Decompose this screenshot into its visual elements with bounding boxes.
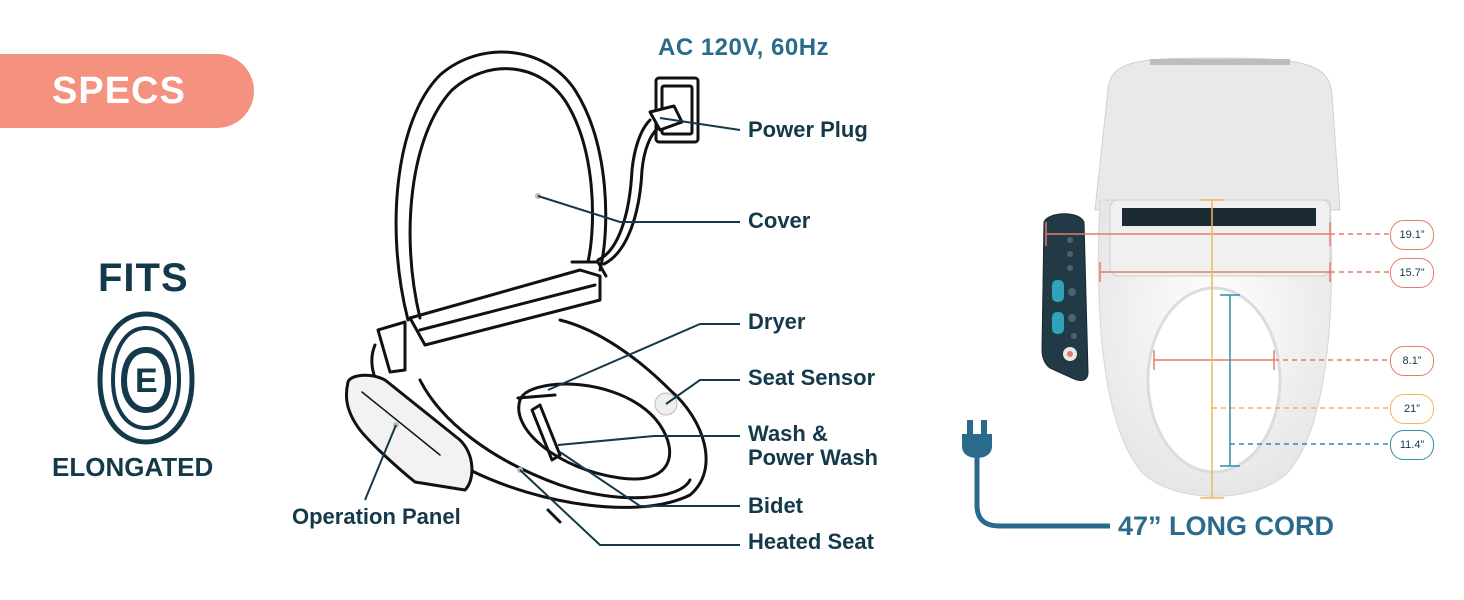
callout-wash-line2: Power Wash: [748, 445, 878, 470]
dimension-opening-width: 8.1”: [1390, 346, 1434, 376]
callout-power-plug: Power Plug: [748, 117, 868, 142]
fits-label: FITS: [98, 256, 189, 300]
callout-operation-panel: Operation Panel: [292, 504, 461, 529]
callout-cover: Cover: [748, 208, 811, 233]
elongated-label: ELONGATED: [52, 452, 214, 482]
callout-wash-line1: Wash &: [748, 421, 828, 446]
callout-dryer: Dryer: [748, 309, 806, 334]
callout-seat-sensor: Seat Sensor: [748, 365, 876, 390]
cord-length-label: 47” LONG CORD: [1118, 511, 1335, 541]
specs-label: SPECS: [52, 70, 186, 112]
plug-icon: [962, 420, 1110, 529]
callout-bidet: Bidet: [748, 493, 803, 518]
dimension-opening-length: 11.4”: [1390, 430, 1434, 460]
power-spec: AC 120V, 60Hz: [658, 34, 830, 61]
specs-badge: [0, 54, 254, 128]
elongated-letter: E: [135, 362, 158, 400]
callout-heated-seat: Heated Seat: [748, 529, 874, 554]
dimension-width-seat: 15.7”: [1390, 258, 1434, 288]
dimension-width-overall: 19.1”: [1390, 220, 1434, 250]
dimension-length-overall: 21”: [1390, 394, 1434, 424]
